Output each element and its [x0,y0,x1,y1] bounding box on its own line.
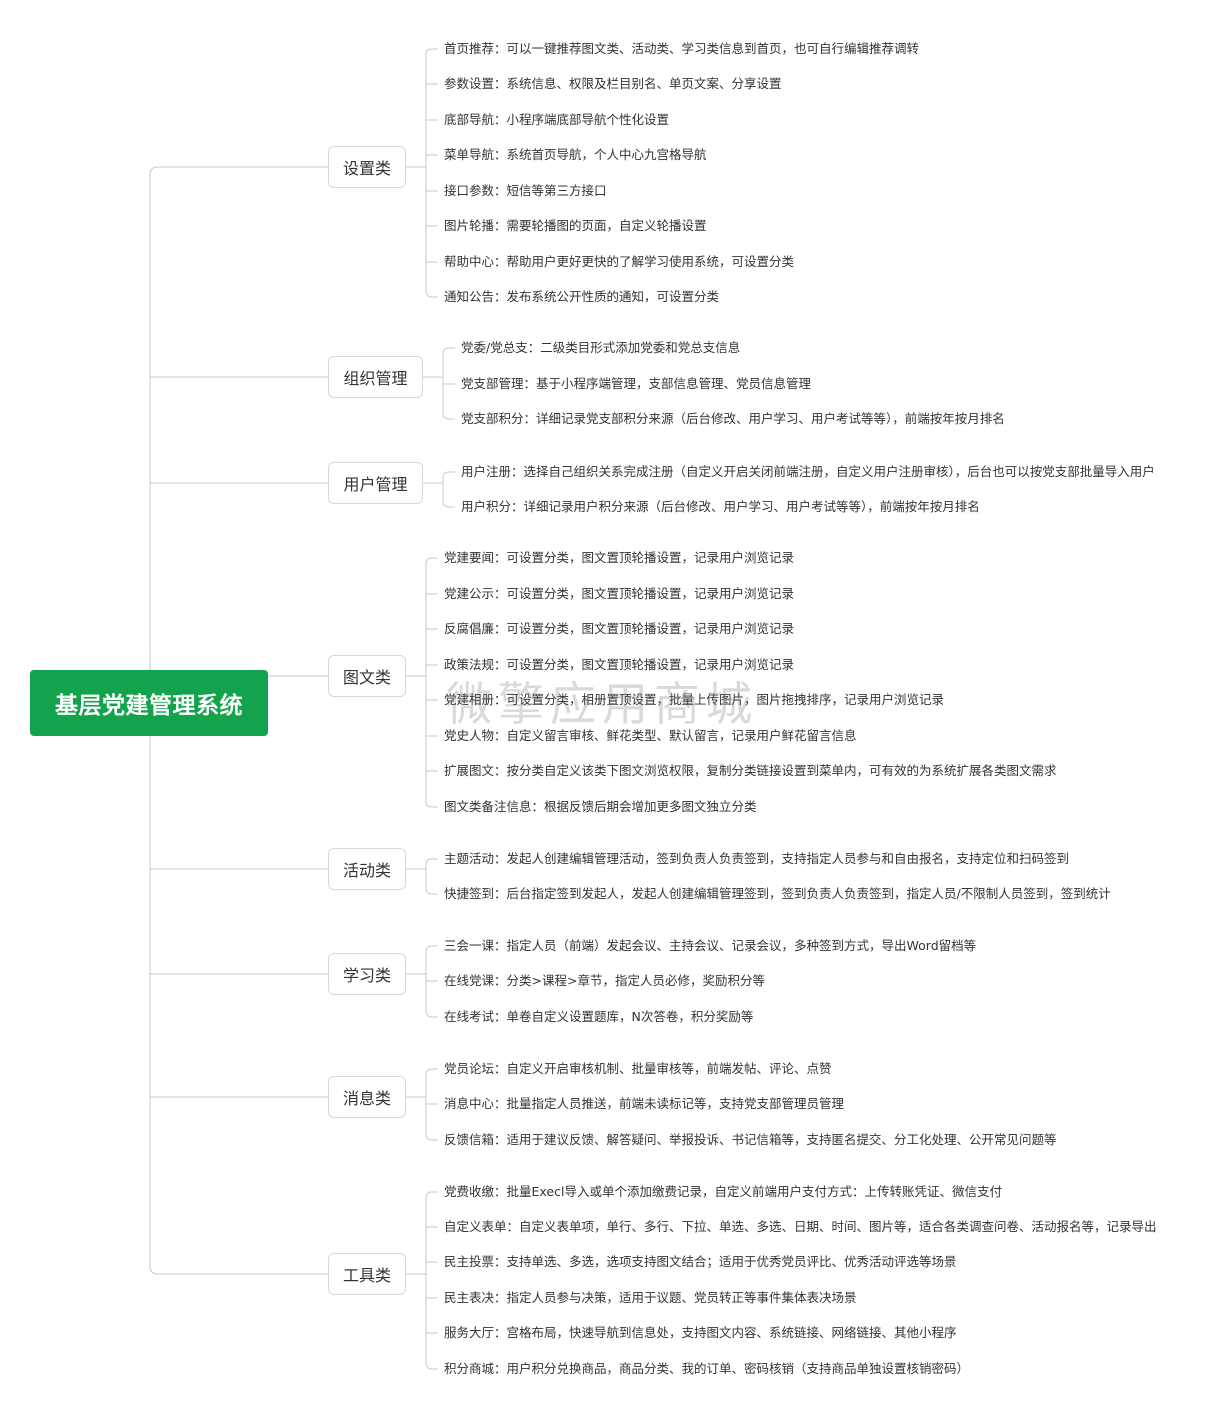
leaf-item[interactable]: 在线考试：单卷自定义设置题库，N次答卷，积分奖励等 [444,1009,754,1024]
leaf-item[interactable]: 主题活动：发起人创建编辑管理活动，签到负责人负责签到，支持指定人员参与和自由报名… [444,851,1070,866]
leaf-item[interactable]: 首页推荐：可以一键推荐图文类、活动类、学习类信息到首页，也可自行编辑推荐调转 [444,41,920,56]
connector-line [425,557,433,676]
connector-line [442,347,450,377]
leaf-item[interactable]: 底部导航：小程序端底部导航个性化设置 [444,112,670,127]
connector-line [442,377,450,420]
leaf-item[interactable]: 反腐倡廉：可设置分类，图文置顶轮播设置，记录用户浏览记录 [444,621,795,636]
leaf-item[interactable]: 帮助中心：帮助用户更好更快的了解学习使用系统，可设置分类 [444,254,795,269]
leaf-item[interactable]: 消息中心：批量指定人员推送，前端未读标记等，支持党支部管理员管理 [444,1096,845,1111]
connector-line [442,483,450,508]
connector-line [425,1274,433,1370]
leaf-item[interactable]: 服务大厅：宫格布局，快速导航到信息处，支持图文内容、系统链接、网络链接、其他小程… [444,1325,957,1340]
leaf-item[interactable]: 党支部积分：详细记录党支部积分来源（后台修改、用户学习、用户考试等等），前端按年… [461,411,1005,426]
leaf-item[interactable]: 自定义表单：自定义表单项，单行、多行、下拉、单选、多选、日期、时间、图片等，适合… [444,1219,1157,1234]
leaf-item[interactable]: 图文类备注信息：根据反馈后期会增加更多图文独立分类 [444,799,757,814]
leaf-item[interactable]: 在线党课：分类>课程>章节，指定人员必修，奖励积分等 [444,973,765,988]
leaf-item[interactable]: 党费收缴：批量Execl导入或单个添加缴费记录，自定义前端用户支付方式：上传转账… [444,1184,1002,1199]
leaf-item[interactable]: 反馈信箱：适用于建议反馈、解答疑问、举报投诉、书记信箱等，支持匿名提交、分工化处… [444,1132,1057,1147]
branch-node[interactable]: 消息类 [328,1076,406,1118]
leaf-item[interactable]: 参数设置：系统信息、权限及栏目别名、单页文案、分享设置 [444,76,782,91]
leaf-item[interactable]: 民主投票：支持单选、多选，选项支持图文结合；适用于优秀党员评比、优秀活动评选等场… [444,1254,957,1269]
leaf-item[interactable]: 菜单导航：系统首页导航，个人中心九宫格导航 [444,147,707,162]
leaf-item[interactable]: 用户积分：详细记录用户积分来源（后台修改、用户学习、用户考试等等），前端按年按月… [461,499,980,514]
branch-node[interactable]: 设置类 [328,146,406,188]
leaf-item[interactable]: 党建相册：可设置分类，相册置顶设置，批量上传图片，图片拖拽排序，记录用户浏览记录 [444,692,945,707]
leaf-item[interactable]: 党史人物：自定义留言审核、鲜花类型、默认留言，记录用户鲜花留言信息 [444,728,857,743]
leaf-item[interactable]: 积分商城：用户积分兑换商品，商品分类、我的订单、密码核销（支持商品单独设置核销密… [444,1361,970,1376]
root-node[interactable]: 基层党建管理系统 [30,670,268,736]
leaf-item[interactable]: 党委/党总支：二级类目形式添加党委和党总支信息 [461,340,741,355]
connector-line [425,1191,433,1274]
branch-node[interactable]: 图文类 [328,655,406,697]
leaf-item[interactable]: 民主表决：指定人员参与决策，适用于议题、党员转正等事件集体表决场景 [444,1290,857,1305]
connector-line [425,167,433,298]
connector-line [425,974,433,1018]
connector-line [425,48,433,167]
connector-line [425,869,433,895]
connector-line [149,736,328,1275]
leaf-item[interactable]: 党支部管理：基于小程序端管理，支部信息管理、党员信息管理 [461,376,812,391]
branch-node[interactable]: 学习类 [328,953,406,995]
leaf-item[interactable]: 党建公示：可设置分类，图文置顶轮播设置，记录用户浏览记录 [444,586,795,601]
leaf-item[interactable]: 接口参数：短信等第三方接口 [444,183,607,198]
branch-node[interactable]: 组织管理 [328,356,423,398]
leaf-item[interactable]: 党员论坛：自定义开启审核机制、批量审核等，前端发帖、评论、点赞 [444,1061,832,1076]
connector-line [442,471,450,483]
connector-line [425,945,433,974]
connector-line [425,1068,433,1097]
connector-line [425,858,433,869]
connector-line [149,166,328,670]
connector-line [425,676,433,808]
branch-node[interactable]: 工具类 [328,1253,406,1295]
leaf-item[interactable]: 党建要闻：可设置分类，图文置顶轮播设置，记录用户浏览记录 [444,550,795,565]
leaf-item[interactable]: 三会一课：指定人员（前端）发起会议、主持会议、记录会议，多种签到方式，导出Wor… [444,938,977,953]
connector-line [425,1097,433,1141]
leaf-item[interactable]: 政策法规：可设置分类，图文置顶轮播设置，记录用户浏览记录 [444,657,795,672]
branch-node[interactable]: 活动类 [328,848,406,890]
leaf-item[interactable]: 图片轮播：需要轮播图的页面，自定义轮播设置 [444,218,707,233]
leaf-item[interactable]: 扩展图文：按分类自定义该类下图文浏览权限，复制分类链接设置到菜单内，可有效的为系… [444,763,1057,778]
leaf-item[interactable]: 通知公告：发布系统公开性质的通知，可设置分类 [444,289,720,304]
leaf-item[interactable]: 快捷签到：后台指定签到发起人，发起人创建编辑管理签到，签到负责人负责签到，指定人… [444,886,1111,901]
branch-node[interactable]: 用户管理 [328,462,423,504]
leaf-item[interactable]: 用户注册：选择自己组织关系完成注册（自定义开启关闭前端注册，自定义用户注册审核）… [461,464,1155,479]
